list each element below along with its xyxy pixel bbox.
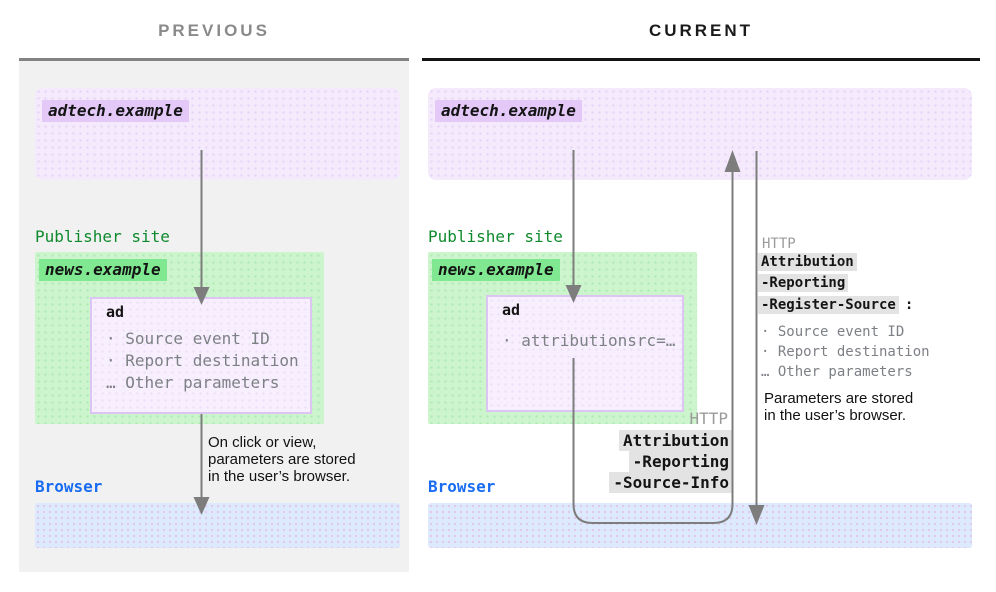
current-browser-label: Browser (428, 477, 496, 496)
previous-ad-param-report-destination: · Report destination (106, 351, 299, 370)
current-adtech-box: adtech.example (428, 88, 972, 180)
response-param-other: … Other parameters (761, 364, 913, 380)
response-param-source-event-id: · Source event ID (761, 324, 905, 340)
previous-ad-label: ad (106, 303, 125, 321)
response-header-parameters: · Source event ID · Report destination …… (761, 322, 930, 382)
previous-ad-parameters: · Source event ID · Report destination …… (106, 328, 299, 394)
response-header-part-2: -Reporting (758, 274, 849, 292)
previous-publisher-domain-label: news.example (39, 259, 167, 281)
request-header-part-3: -Source-Info (460, 472, 733, 493)
previous-ad-param-other: … Other parameters (106, 373, 280, 392)
current-ad-param-attributionsrc: · attributionsrc=… (502, 331, 676, 350)
current-ad-parameters: · attributionsrc=… (502, 330, 675, 352)
response-param-report-destination: · Report destination (761, 344, 930, 360)
response-http-label: HTTP (762, 236, 796, 252)
current-storage-caption: Parameters are stored in the user’s brow… (764, 390, 913, 424)
response-header-register-source: -Register-Source (758, 296, 899, 314)
response-header-reporting: -Reporting (758, 274, 849, 292)
response-header-part-3: -Register-Source: (758, 296, 914, 314)
request-header-part-2: -Reporting (460, 451, 733, 472)
request-header-attribution: Attribution (619, 430, 733, 451)
current-ad-label: ad (502, 301, 521, 319)
previous-panel-divider (19, 58, 409, 61)
previous-ad-box: ad · Source event ID · Report destinatio… (90, 297, 312, 414)
response-header-attribution: Attribution (758, 253, 857, 271)
previous-caption-line-3: in the user’s browser. (208, 468, 351, 485)
response-header-part-1: Attribution (758, 253, 857, 271)
previous-adtech-box: adtech.example (35, 88, 400, 180)
previous-ad-param-source-event-id: · Source event ID (106, 329, 270, 348)
previous-publisher-site-label: Publisher site (35, 227, 170, 246)
current-adtech-domain-label: adtech.example (435, 100, 582, 122)
previous-panel-title: PREVIOUS (158, 21, 270, 40)
current-panel-title: CURRENT (648, 21, 754, 40)
request-header-source-info: -Source-Info (609, 472, 733, 493)
previous-browser-box (35, 503, 400, 548)
current-panel-divider (422, 58, 980, 61)
previous-storage-caption: On click or view, parameters are stored … (208, 434, 356, 485)
previous-browser-label: Browser (35, 477, 103, 496)
current-browser-box (428, 503, 972, 548)
current-caption-line-1: Parameters are stored (764, 390, 914, 407)
current-caption-line-2: in the user’s browser. (764, 407, 907, 424)
request-header-block: HTTP Attribution -Reporting -Source-Info (460, 409, 733, 494)
previous-adtech-domain-label: adtech.example (42, 100, 189, 122)
current-publisher-site-label: Publisher site (428, 227, 563, 246)
current-ad-box: ad · attributionsrc=… (486, 295, 684, 412)
request-header-part-1: Attribution (460, 430, 733, 451)
previous-caption-line-1: On click or view, (208, 434, 317, 451)
response-header-separator: : (904, 297, 914, 313)
request-header-reporting: -Reporting (628, 451, 733, 472)
previous-caption-line-2: parameters are stored (208, 451, 356, 468)
request-http-label: HTTP (689, 409, 728, 428)
current-publisher-domain-label: news.example (432, 259, 560, 281)
